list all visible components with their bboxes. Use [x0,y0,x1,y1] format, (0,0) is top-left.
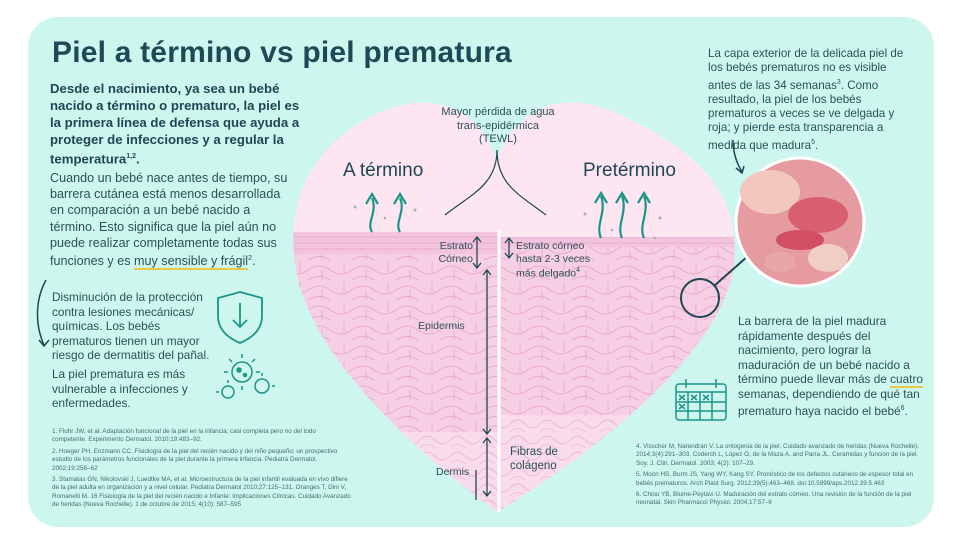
stratum-label: Estrato Córneo [438,240,473,265]
baby-hand-photo [734,156,866,288]
stratum-thin-note: Estrato córneo hasta 2-3 veces más delga… [516,240,591,280]
bracket-arrow [36,279,47,346]
germs-icon [216,354,275,399]
body-paragraph: Cuando un bebé nace antes de tiempo, su … [50,171,288,271]
tewl-label: Mayor pérdida de agua trans-epidérmica (… [441,106,555,145]
collagen-label: Fibras de colágeno [510,446,558,472]
water-loss-arrows-preterm [594,190,651,239]
water-loss-arrows-term [365,191,407,233]
highlight-sensitive: muy sensible y frágil [134,254,249,271]
calendar-icon [675,379,727,421]
maturation-paragraph: La barrera de la piel madura rápidamente… [738,314,923,418]
magnifier-icon [680,255,749,318]
references-left: 1. Fluhr JW, et al. Adaptación funcional… [52,428,351,509]
point-protection: Disminución de la protección contra lesi… [52,290,210,363]
lead-paragraph: Desde el nacimiento, ya sea un bebé naci… [50,81,300,167]
point-infection: La piel prematura es más vulnerable a in… [52,367,188,411]
references-right: 4. Visscher M, Narendran V. La ontogenia… [636,443,919,507]
shield-icon [217,291,263,344]
preterm-label: Pretérmino [583,160,676,181]
layer-scale-arrows [472,235,514,500]
dermis-label: Dermis [436,466,470,478]
page-title: Piel a término vs piel prematura [52,36,512,69]
highlight-four: cuatro [890,372,923,389]
term-label: A término [343,160,424,181]
epidermis-label: Epidermis [418,320,465,332]
transparency-paragraph: La capa exterior de la delicada piel de … [708,47,904,152]
